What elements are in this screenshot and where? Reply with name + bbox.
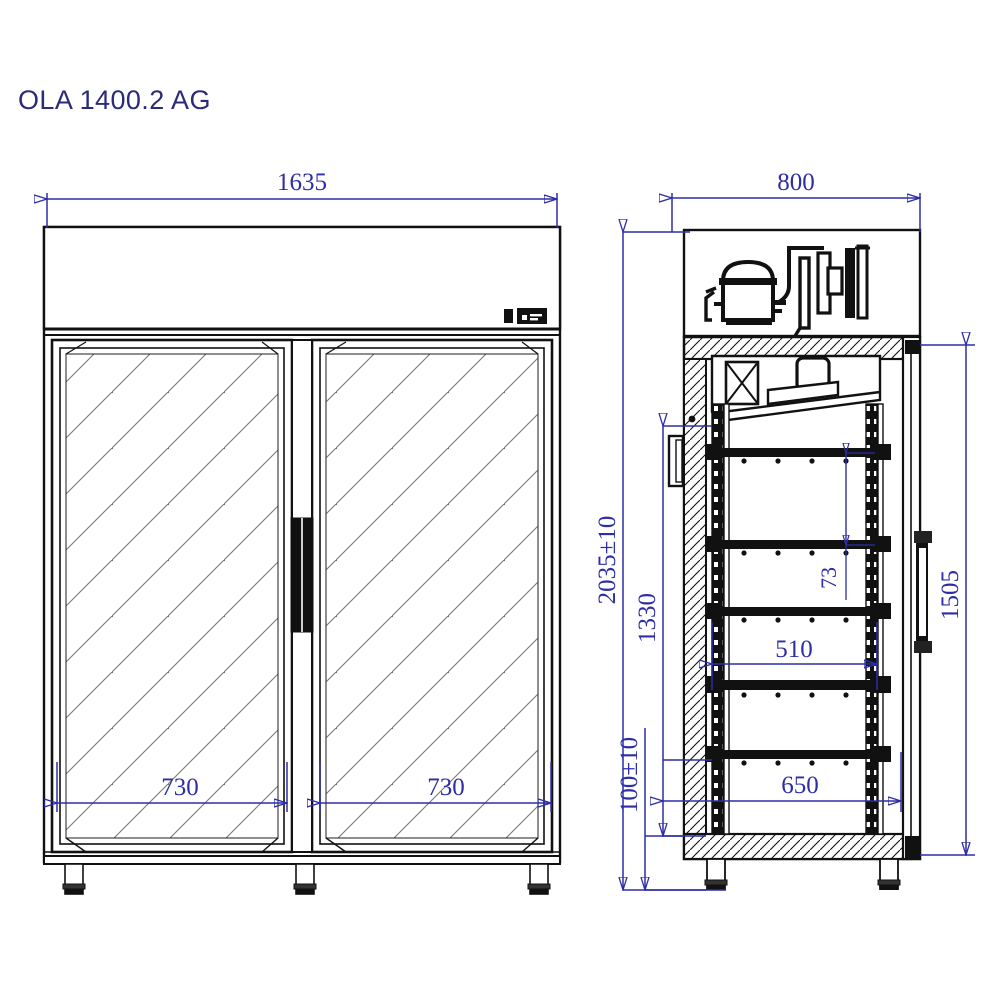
leg-center [293,863,317,895]
door-handle-left[interactable] [290,517,314,633]
dim-label-overall-width: 1635 [277,169,327,196]
dim-label-door-height: 1505 [937,570,964,620]
leg-left [62,863,86,895]
shelf-5 [706,746,891,766]
condenser-fan [777,244,870,337]
shelf-3 [706,603,891,623]
dim-label-overall-height: 2035±10 [594,516,621,605]
dim-shelf-pitch: 73 [816,453,875,600]
dim-label-door-right: 730 [427,774,465,801]
front-dimensions: 1635 730 730 [47,169,557,812]
header-panel [42,225,562,336]
side-section-view [667,228,932,890]
dim-label-overall-depth: 800 [777,169,815,196]
dim-label-interior-height: 1330 [634,593,661,643]
glass-panel-right [325,353,539,839]
side-door-handle[interactable] [914,531,932,653]
control-panel[interactable] [504,308,547,324]
bottom-insulation-slab [682,832,914,861]
hinge-top-door [905,340,921,354]
side-leg-rear [704,858,728,890]
side-leg-front [877,858,901,890]
shelf-2 [706,536,891,556]
dim-door-left-width: 730 [57,762,287,812]
dim-shelf-depth: 510 [712,622,877,690]
hinge-upper [667,434,685,488]
glass-panel-left [65,353,279,839]
glass-door-right[interactable] [310,338,554,854]
side-dimensions: 800 2035±10 1330 100±10 [594,169,975,890]
front-view [42,225,562,895]
dim-label-shelf-depth: 510 [775,636,813,663]
dim-door-right-width: 730 [320,762,551,812]
dim-interior-depth: 650 [663,752,901,812]
shelf-4 [706,676,891,698]
dim-overall-depth: 800 [672,169,920,232]
dim-label-shelf-pitch: 73 [816,567,841,589]
hinge-pin [688,415,696,423]
dim-leg-height: 100±10 [616,728,706,890]
dim-label-door-left: 730 [161,774,199,801]
dim-label-leg-height: 100±10 [616,737,643,813]
hinge-lower [905,836,921,858]
page-title: OLA 1400.2 AG [18,85,211,115]
rear-wall-insulation [683,358,707,860]
compressor [704,259,786,325]
evaporator-unit [710,354,882,422]
dim-door-height: 1505 [920,345,975,855]
glass-door-left[interactable] [50,338,294,854]
shelf-1 [706,444,891,464]
leg-right [527,863,551,895]
side-door-panel [901,335,922,861]
dim-overall-width: 1635 [47,169,557,228]
dim-interior-height: 1330 [634,426,712,836]
dim-label-interior-depth: 650 [781,772,819,799]
